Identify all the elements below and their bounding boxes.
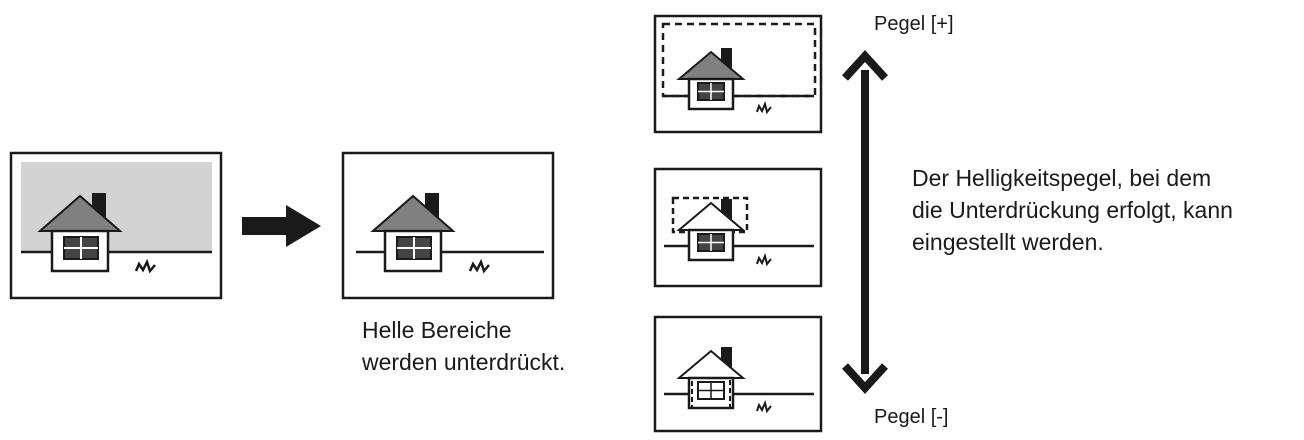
grass-icon: [756, 100, 772, 115]
suppressed-caption: Helle Bereiche werden unterdrückt.: [362, 314, 565, 378]
grass-icon: [756, 399, 772, 414]
light-background-area: [21, 162, 212, 252]
suppression-area-outline: [691, 377, 731, 409]
grass-icon: [468, 258, 490, 274]
level-minus-label: Pegel [-]: [874, 406, 949, 428]
suppressed-caption-line-1: Helle Bereiche: [362, 317, 512, 343]
adjustable-caption-line-3: eingestellt werden.: [912, 229, 1104, 255]
grass-icon: [756, 252, 772, 267]
adjustable-caption: Der Helligkeitspegel, bei dem die Unterd…: [912, 162, 1233, 258]
arrow-right-icon: [242, 205, 321, 247]
house-icon: [676, 48, 746, 111]
level-middle-panel: [653, 167, 823, 288]
double-arrow-vertical-icon: [842, 50, 888, 394]
adjustable-caption-line-1: Der Helligkeitspegel, bei dem: [912, 165, 1212, 191]
level-plus-label: Pegel [+]: [874, 13, 954, 35]
house-icon: [676, 347, 746, 410]
grass-icon: [134, 258, 156, 274]
house-icon: [676, 199, 746, 262]
suppressed-caption-line-2: werden unterdrückt.: [362, 349, 566, 375]
adjustable-caption-line-2: die Unterdrückung erfolgt, kann: [912, 197, 1233, 223]
level-minus-panel: [653, 315, 823, 433]
original-image-panel: [9, 151, 223, 300]
level-plus-panel: [653, 14, 823, 134]
suppressed-image-panel: [341, 151, 555, 300]
house-icon: [37, 193, 123, 273]
house-icon: [370, 193, 456, 273]
